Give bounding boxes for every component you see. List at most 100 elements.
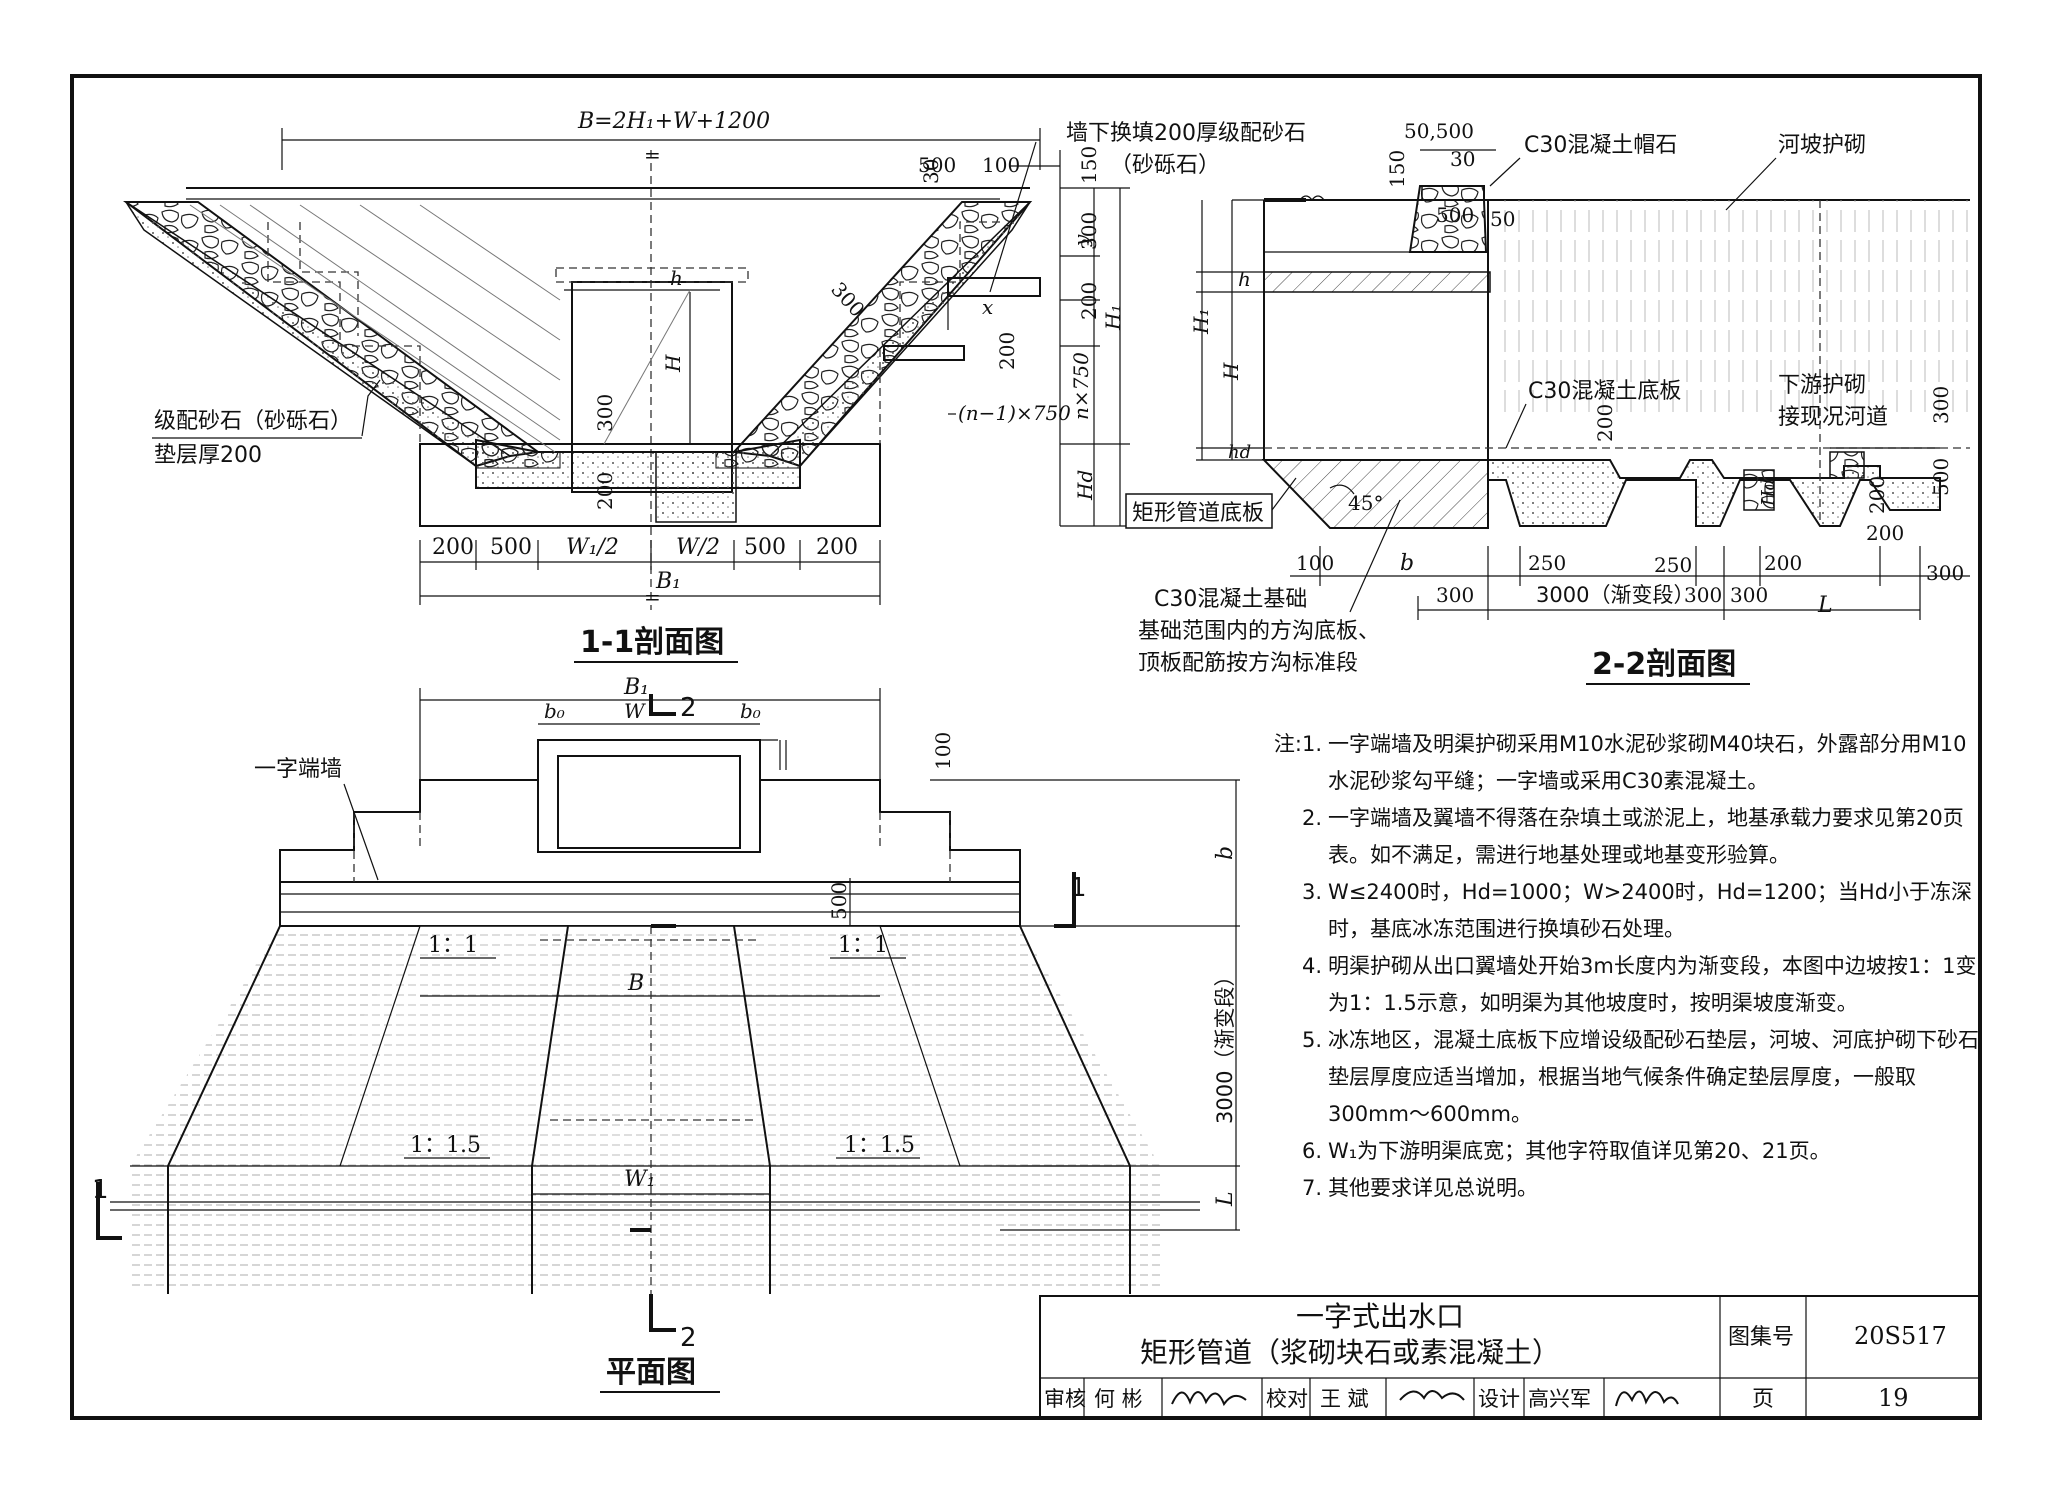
- note-2: 2.一字端墙及翼墙不得落在杂填土或淤泥上，地基承载力要求见第20页表。如不满足，…: [1301, 806, 1964, 867]
- svg-text:500: 500: [490, 535, 532, 560]
- svg-text:图集号: 图集号: [1728, 1325, 1794, 1350]
- designer-signature: [1615, 1390, 1679, 1407]
- svg-text:B: B: [627, 971, 644, 996]
- note-5: 5.冰冻地区，混凝土底板下应增设级配砂石垫层，河坡、河底护砌下砂石垫层厚度应适当…: [1301, 1028, 1979, 1126]
- svg-text:H: H: [1219, 362, 1243, 381]
- svg-text:30: 30: [1450, 147, 1475, 171]
- note-7: 7.其他要求详见总说明。: [1301, 1176, 1538, 1200]
- title-line-1: 一字式出水口: [1296, 1300, 1464, 1333]
- svg-text:b: b: [1400, 551, 1414, 576]
- svg-text:y: y: [1069, 234, 1093, 247]
- label-foundation: C30混凝土基础: [1154, 587, 1307, 612]
- svg-text:1：1: 1：1: [428, 933, 478, 958]
- svg-text:300: 300: [593, 394, 617, 432]
- label-cap-stone: C30混凝土帽石: [1524, 133, 1677, 158]
- svg-text:300: 300: [1730, 583, 1768, 607]
- note-1: 注:1.一字端墙及明渠护砌采用M10水泥砂浆砌M40块石，外露部分用M10水泥砂…: [1273, 732, 1967, 793]
- svg-text:250: 250: [1528, 551, 1566, 575]
- note-6: 6.W₁为下游明渠底宽；其他字符取值详见第20、21页。: [1301, 1139, 1831, 1163]
- page-number: 19: [1878, 1384, 1909, 1412]
- svg-text:200: 200: [432, 535, 474, 560]
- svg-text:200: 200: [995, 332, 1019, 370]
- note-4: 4.明渠护砌从出口翼墙处开始3m长度内为渐变段，本图中边坡按1：1变为1：1.5…: [1301, 954, 1977, 1015]
- svg-text:150: 150: [1077, 146, 1101, 184]
- label-bottom-slab: C30混凝土底板: [1528, 379, 1681, 404]
- svg-text:500: 500: [1929, 458, 1953, 496]
- svg-text:b₀: b₀: [740, 699, 761, 723]
- svg-text:下游护砌: 下游护砌: [1778, 373, 1866, 398]
- svg-text:1：1.5: 1：1.5: [844, 1133, 915, 1158]
- svg-text:设计: 设计: [1478, 1387, 1520, 1411]
- svg-text:300: 300: [1684, 583, 1722, 607]
- svg-text:hd: hd: [1228, 442, 1251, 463]
- svg-text:500: 500: [918, 153, 956, 177]
- svg-text:W/2: W/2: [676, 535, 720, 560]
- sheet-border: [70, 74, 1982, 1420]
- svg-text:L: L: [1817, 593, 1833, 618]
- section-2-2: 45° h H H₁ hd 50,500 30 150 500 50 C30混凝…: [1125, 119, 1970, 685]
- svg-text:（砂砾石）: （砂砾石）: [1110, 153, 1220, 178]
- svg-text:200: 200: [593, 472, 617, 510]
- svg-text:200: 200: [1593, 404, 1617, 442]
- svg-text:150: 150: [1385, 150, 1409, 188]
- svg-text:(n−1)×750: (n−1)×750: [958, 401, 1071, 425]
- label-end-wall: 一字端墙: [254, 757, 342, 782]
- svg-text:1: 1: [92, 1175, 109, 1205]
- callout-wall-fill: 墙下换填200厚级配砂石: [1066, 121, 1306, 146]
- svg-text:=: =: [644, 585, 661, 609]
- svg-text:200: 200: [1865, 476, 1889, 514]
- svg-text:Hd: Hd: [1073, 470, 1097, 501]
- svg-text:1：1: 1：1: [838, 933, 888, 958]
- svg-text:n×750: n×750: [1069, 352, 1093, 420]
- svg-text:100: 100: [1296, 551, 1334, 575]
- svg-text:200: 200: [816, 535, 858, 560]
- svg-text:校对: 校对: [1266, 1387, 1308, 1411]
- svg-text:L: L: [1213, 1191, 1238, 1207]
- svg-text:2: 2: [680, 693, 697, 723]
- svg-text:250: 250: [1654, 553, 1692, 577]
- svg-text:200: 200: [1764, 551, 1802, 575]
- svg-text:王 斌: 王 斌: [1320, 1387, 1369, 1411]
- section-2-2-title: 2-2剖面图: [1592, 647, 1736, 682]
- svg-text:1: 1: [1070, 873, 1087, 903]
- svg-text:3000（渐变段）: 3000（渐变段）: [1213, 966, 1237, 1124]
- svg-text:b: b: [1213, 846, 1238, 860]
- callout-bed: 级配砂石（砂砾石）: [154, 409, 352, 434]
- formula-B: B=2H₁+W+1200: [577, 109, 770, 134]
- svg-text:300: 300: [1077, 212, 1101, 250]
- svg-text:W₁/2: W₁/2: [566, 535, 619, 560]
- svg-text:H: H: [661, 354, 685, 373]
- svg-text:H₁: H₁: [1189, 309, 1213, 335]
- svg-text:50,500: 50,500: [1404, 119, 1474, 143]
- svg-text:300: 300: [1929, 386, 1953, 424]
- svg-text:h: h: [1238, 267, 1251, 291]
- svg-text:b₀: b₀: [544, 699, 565, 723]
- svg-text:500: 500: [827, 882, 851, 920]
- svg-text:100: 100: [931, 732, 955, 770]
- svg-text:=: =: [644, 143, 661, 167]
- svg-text:W: W: [624, 699, 646, 723]
- section-1-1-title: 1-1剖面图: [580, 625, 724, 660]
- label-pipe-bottom: 矩形管道底板: [1132, 501, 1264, 526]
- svg-text:h: h: [670, 266, 683, 290]
- svg-text:200: 200: [1866, 521, 1904, 545]
- plan-title: 平面图: [606, 1355, 696, 1390]
- svg-text:基础范围内的方沟底板、: 基础范围内的方沟底板、: [1138, 619, 1380, 644]
- svg-text:垫层厚200: 垫层厚200: [154, 443, 262, 468]
- svg-text:B₁: B₁: [655, 569, 681, 594]
- section-1-1: B=2H₁+W+1200 = =: [123, 109, 1306, 663]
- svg-text:W₁: W₁: [624, 1167, 655, 1192]
- title-line-2: 矩形管道（浆砌块石或素混凝土）: [1140, 1336, 1560, 1369]
- svg-text:100: 100: [982, 153, 1020, 177]
- svg-text:45°: 45°: [1348, 491, 1383, 515]
- plan-view: B₁ b₀ W b₀ 2 一字端墙 100 500 b 3000（渐变段）: [92, 675, 1240, 1393]
- atlas-number: 20S517: [1854, 1322, 1947, 1350]
- svg-text:300: 300: [1926, 561, 1964, 585]
- notes-block: 注:1.一字端墙及明渠护砌采用M10水泥砂浆砌M40块石，外露部分用M10水泥砂…: [1262, 726, 1982, 1207]
- reviewer-signature: [1171, 1391, 1247, 1407]
- svg-text:Hd: Hd: [1758, 479, 1779, 507]
- svg-text:x: x: [982, 295, 993, 319]
- svg-text:2: 2: [680, 1323, 697, 1353]
- svg-text:何 彬: 何 彬: [1094, 1387, 1143, 1411]
